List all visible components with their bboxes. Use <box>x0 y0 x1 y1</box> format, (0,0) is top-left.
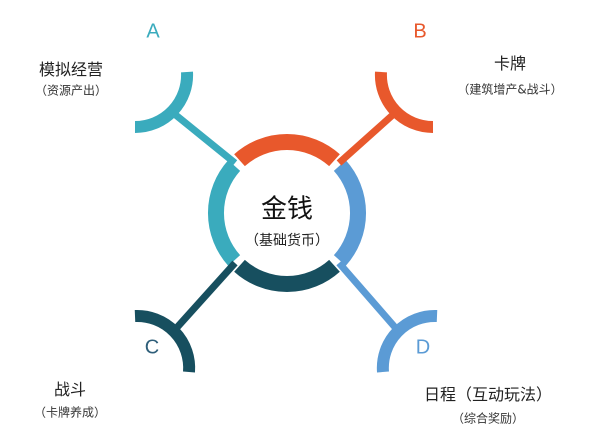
center-title: 金钱 <box>260 194 314 225</box>
ring-segment-right <box>333 160 366 266</box>
connector-a <box>169 109 238 166</box>
node-d-title: 日程（互动玩法） <box>423 385 553 404</box>
arc-c <box>134 309 196 373</box>
node-a-subtitle: （资源产出） <box>34 83 108 98</box>
ring-segment-left <box>208 160 241 266</box>
node-d-subtitle: （综合奖励） <box>451 411 525 426</box>
node-b-letter: B <box>413 20 427 43</box>
arc-d <box>376 309 438 373</box>
node-b-title: 卡牌 <box>493 54 527 73</box>
connector-b <box>336 109 399 166</box>
node-c-subtitle: （卡牌养成） <box>33 405 107 420</box>
connector-d <box>336 260 403 336</box>
arc-a <box>134 71 194 134</box>
node-c-title: 战斗 <box>53 380 87 399</box>
ring-segment-top <box>234 134 340 167</box>
node-a-letter: A <box>146 20 160 43</box>
connector-c <box>169 260 238 336</box>
node-b-subtitle: （建筑增产&战斗） <box>457 82 563 97</box>
node-a-title: 模拟经营 <box>38 60 104 79</box>
arc-b <box>374 71 434 134</box>
center-subtitle: （基础货币） <box>245 233 329 249</box>
ring-segment-bottom <box>234 259 340 292</box>
node-d-letter: D <box>415 336 431 359</box>
node-c-letter: C <box>144 336 160 359</box>
